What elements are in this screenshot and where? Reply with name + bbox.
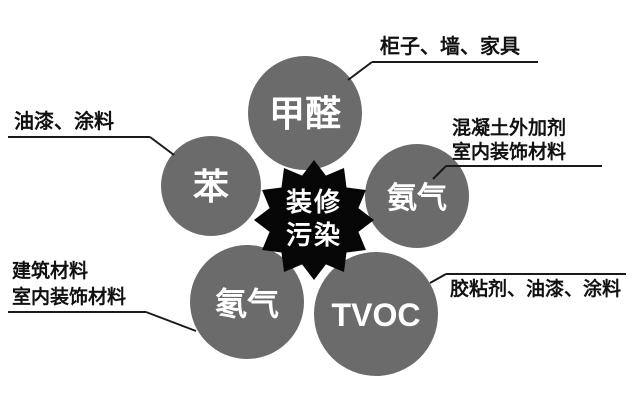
node-circle-tvoc [314, 252, 438, 376]
center-starburst [254, 160, 374, 280]
node-label-radon: 氡气 [215, 286, 279, 322]
callout-diagonal-ammonia [432, 165, 447, 180]
node-label-tvoc: TVOC [332, 297, 421, 333]
node-circle-radon [190, 245, 304, 359]
callout-text-benzene: 油漆、涂料 [14, 109, 114, 133]
node-label-benzene: 苯 [193, 166, 229, 207]
callout-text-tvoc: 胶粘剂、油漆、涂料 [450, 277, 621, 300]
callout-text-radon-line2: 室内装饰材料 [12, 285, 126, 308]
callout-diagonal-benzene [149, 136, 175, 156]
center-label-line2: 污染 [286, 220, 342, 250]
node-circle-formaldehyde [248, 56, 362, 170]
callout-diagonal-tvoc [429, 273, 447, 284]
callout-text-ammonia-line1: 混凝土外加剂 [452, 116, 566, 139]
node-circle-benzene [161, 136, 261, 236]
center-label-line1: 装修 [286, 187, 342, 217]
callout-diagonal-radon [145, 311, 197, 332]
node-label-ammonia: 氨气 [387, 182, 447, 215]
node-label-formaldehyde: 甲醛 [269, 93, 341, 134]
callout-text-radon-line1: 建筑材料 [12, 259, 88, 282]
callout-diagonal-formaldehyde [347, 61, 373, 81]
callout-text-ammonia-line2: 室内装饰材料 [452, 140, 566, 163]
callout-text-formaldehyde: 柜子、墙、家具 [380, 34, 520, 58]
